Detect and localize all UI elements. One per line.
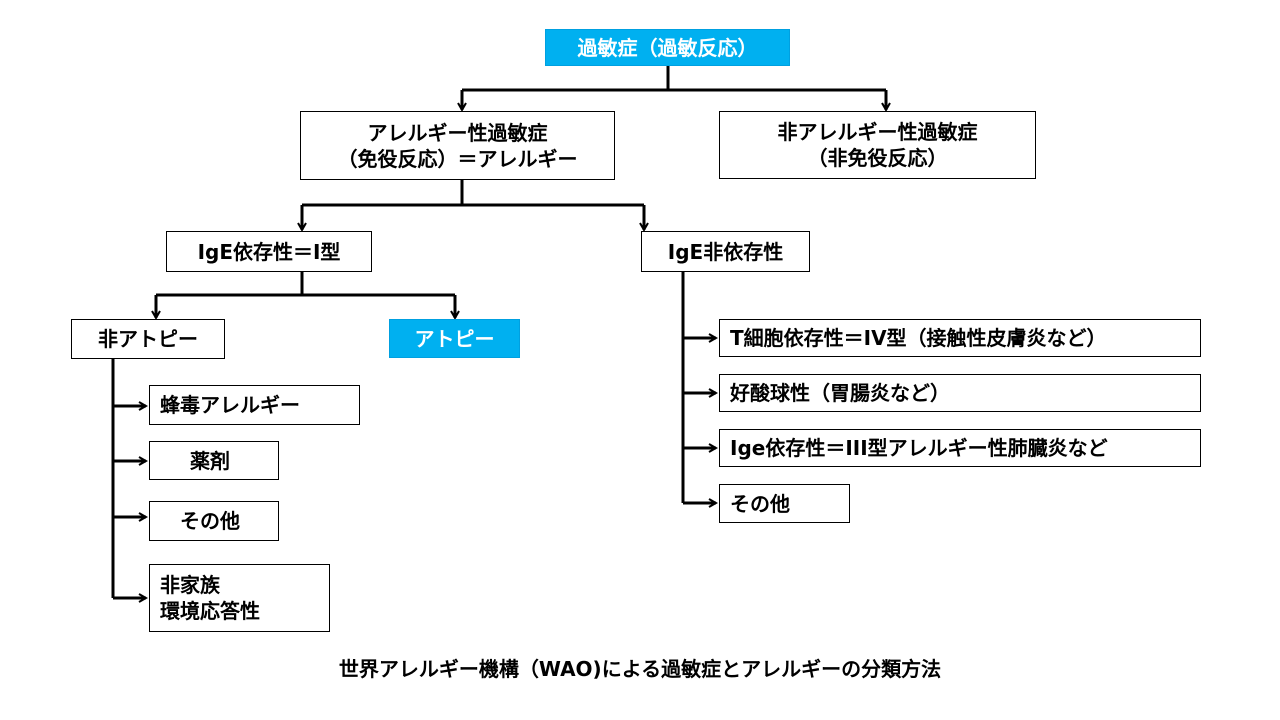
node-t-cell-label: T細胞依存性＝IV型（接触性皮膚炎など）: [730, 326, 1107, 350]
node-drug: 薬剤: [149, 441, 279, 480]
node-other-left-label: その他: [180, 509, 240, 533]
node-allergic-line2: （免役反応）＝アレルギー: [337, 146, 578, 171]
node-allergic-line1: アレルギー性過敏症: [367, 120, 548, 145]
node-other-right: その他: [719, 484, 850, 523]
node-nonallergic-line2: （非免役反応）: [807, 146, 948, 170]
node-ige-independent: IgE非依存性: [641, 231, 810, 272]
node-ige-independent-label: IgE非依存性: [667, 239, 784, 264]
node-eosinophilic-label: 好酸球性（胃腸炎など）: [730, 381, 950, 405]
node-bee-venom: 蜂毒アレルギー: [149, 385, 360, 425]
node-eosinophilic: 好酸球性（胃腸炎など）: [719, 374, 1201, 412]
node-other-left: その他: [149, 501, 279, 541]
node-t-cell: T細胞依存性＝IV型（接触性皮膚炎など）: [719, 319, 1201, 357]
node-nonfamilial-line1: 非家族: [160, 573, 220, 597]
diagram-caption: 世界アレルギー機構（WAO)による過敏症とアレルギーの分類方法: [338, 657, 942, 681]
node-nonallergic-line1: 非アレルギー性過敏症: [777, 120, 978, 144]
node-ige-type3-label: Ige依存性＝III型アレルギー性肺臓炎など: [730, 436, 1108, 460]
node-non-atopy: 非アトピー: [71, 319, 225, 359]
node-allergic: アレルギー性過敏症 （免役反応）＝アレルギー: [300, 111, 615, 180]
node-hypersensitivity-label: 過敏症（過敏反応）: [577, 35, 758, 60]
node-bee-venom-label: 蜂毒アレルギー: [160, 393, 300, 417]
node-nonfamilial: 非家族 環境応答性: [149, 564, 330, 632]
node-hypersensitivity: 過敏症（過敏反応）: [545, 29, 790, 66]
node-ige-type3: Ige依存性＝III型アレルギー性肺臓炎など: [719, 429, 1201, 467]
node-non-atopy-label: 非アトピー: [98, 327, 198, 351]
node-atopy-label: アトピー: [414, 326, 495, 351]
node-nonallergic: 非アレルギー性過敏症 （非免役反応）: [719, 111, 1036, 179]
node-nonfamilial-line2: 環境応答性: [160, 599, 260, 623]
node-drug-label: 薬剤: [190, 448, 230, 473]
node-atopy: アトピー: [389, 319, 520, 358]
node-other-right-label: その他: [730, 491, 790, 516]
node-ige-dependent-label: IgE依存性＝I型: [197, 239, 341, 264]
node-ige-dependent: IgE依存性＝I型: [166, 231, 372, 272]
